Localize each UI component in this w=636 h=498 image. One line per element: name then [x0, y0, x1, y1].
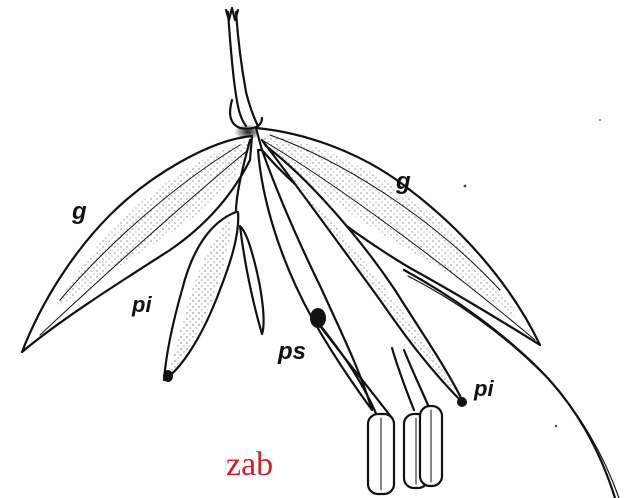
label-lemma-stamen: ps [278, 340, 306, 364]
central-lemma-dark [310, 308, 326, 328]
label-lemma-left: pi [132, 294, 152, 316]
stalk-tip [226, 8, 238, 20]
label-glume-right: g [396, 170, 411, 194]
left-lemma-tip [163, 370, 173, 382]
filament-2 [320, 326, 392, 418]
narrow-blade [240, 226, 264, 334]
label-lemma-right: pi [474, 378, 494, 400]
right-lemma-tip [457, 397, 467, 407]
filament-3 [392, 348, 414, 410]
label-glume-left: g [72, 200, 87, 224]
caption: zab [226, 448, 273, 482]
